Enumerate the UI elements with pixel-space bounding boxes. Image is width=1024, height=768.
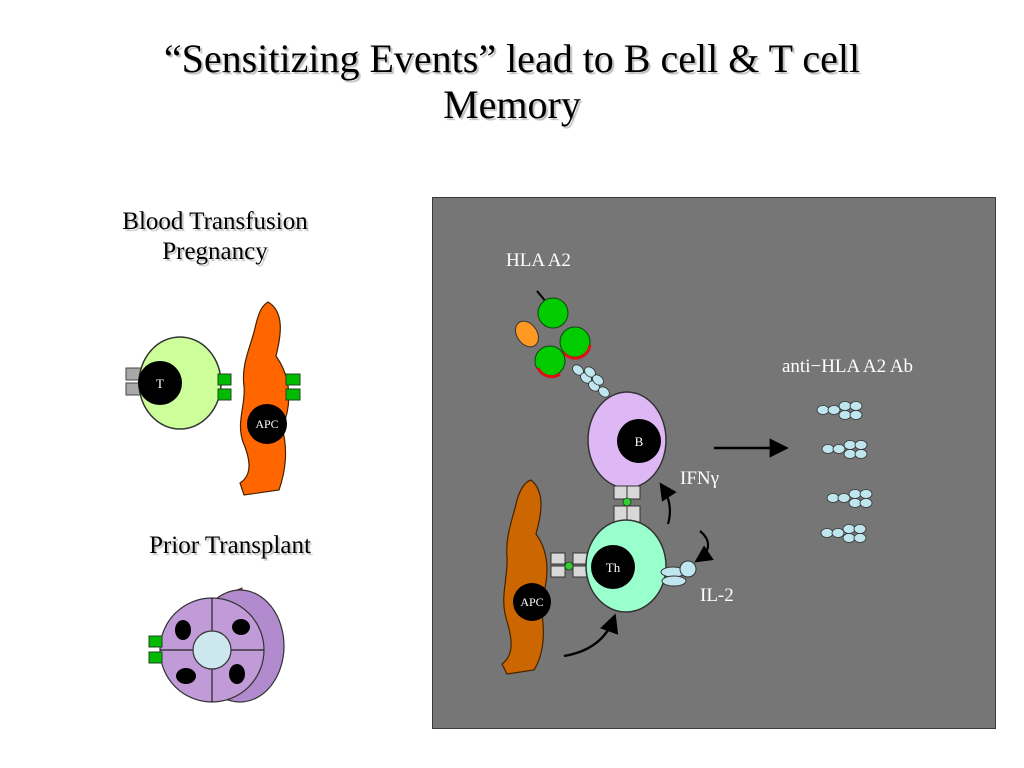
il2-molecule (679, 560, 697, 578)
apc-left-body (239, 301, 290, 496)
apc-left-nucleus (247, 404, 287, 444)
ifn-gamma-arrow (659, 482, 677, 525)
apc-right: APC (501, 479, 551, 675)
hla-binding-site (536, 367, 561, 379)
apc-peptide (564, 561, 574, 571)
hla-binding-site (561, 344, 592, 360)
hla-domain (537, 297, 569, 329)
apc-activation-arrow (563, 613, 619, 658)
th-cell-label: Th (606, 560, 621, 575)
b-cell-receptor (572, 364, 610, 398)
slide-title: “Sensitizing Events” lead to B cell & T … (0, 36, 1024, 128)
b-cell-mhc (626, 485, 641, 500)
prior-transplant-label: Prior Transplant (149, 532, 311, 559)
t-cell-mhc (217, 373, 232, 386)
ifn-gamma-label: IFNγ (680, 468, 720, 489)
apc-right-body (501, 479, 548, 675)
th-receptor (572, 565, 588, 578)
t-cell: T (125, 336, 232, 430)
b-cell-nucleus (617, 419, 661, 463)
apc-mhc (550, 552, 566, 565)
graft-nucleus (175, 620, 191, 640)
b-cell: B (587, 391, 667, 523)
hla-a2-molecule (515, 290, 592, 379)
graft-nucleus (176, 668, 196, 684)
th-cell-nucleus (591, 545, 635, 589)
secreted-antibody (816, 401, 863, 420)
graft-nucleus (229, 664, 245, 684)
graft-mhc (148, 651, 163, 664)
apc-th-synapse (550, 552, 588, 578)
transfusion-label: Blood Transfusion (122, 208, 308, 235)
apc-right-nucleus (513, 583, 551, 621)
apc-left: APC (239, 301, 301, 496)
il2-label: IL-2 (700, 585, 734, 606)
t-cell-nucleus (138, 361, 182, 405)
apc-left-mhc (285, 373, 301, 386)
apc-mhc (550, 565, 566, 578)
il2-autocrine-arrow (694, 530, 714, 563)
sensitizing-event-transfusion: Blood Transfusion Pregnancy (60, 207, 370, 267)
b-cell-label: B (635, 434, 644, 449)
apc-right-label: APC (520, 595, 543, 609)
graft-nucleus (232, 619, 250, 635)
il2-receptor (661, 575, 687, 587)
b-cell-peptide (622, 497, 632, 507)
antibody-label: anti−HLA A2 Ab (782, 356, 914, 377)
apc-left-mhc (285, 388, 301, 401)
th-receptor (572, 552, 588, 565)
t-cell-label: T (156, 376, 164, 391)
title-line-2: Memory (443, 82, 581, 127)
b-cell-mhc (613, 485, 628, 500)
hla-a2-label: HLA A2 (506, 250, 571, 271)
t-cell-mhc (217, 388, 232, 401)
apc-left-label: APC (255, 417, 278, 431)
graft-mhc (148, 635, 163, 648)
title-line-1: “Sensitizing Events” lead to B cell & T … (163, 36, 861, 81)
secreted-antibody (821, 440, 868, 459)
pregnancy-label: Pregnancy (162, 238, 268, 265)
secreted-antibody (826, 489, 873, 508)
secreted-antibody (820, 524, 867, 543)
hla-peptide (515, 320, 539, 348)
th-cell: Th (585, 519, 697, 613)
graft-center (192, 630, 232, 670)
graft-tissue (148, 587, 285, 703)
